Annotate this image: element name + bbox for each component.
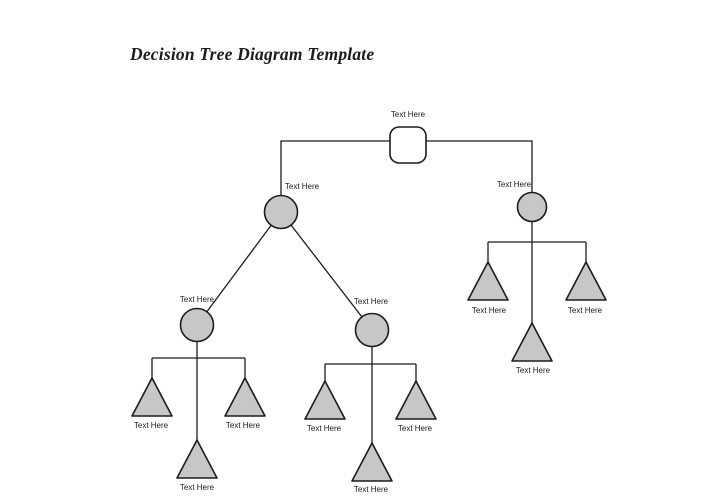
node-sub-left: Text Here bbox=[179, 295, 215, 343]
leaf-subleft-right-label: Text Here bbox=[226, 421, 261, 430]
leaf-subright-right-label: Text Here bbox=[398, 424, 433, 433]
node-root-label: Text Here bbox=[391, 110, 426, 119]
node-branch-left-circle bbox=[263, 194, 299, 230]
leaf-subleft-left-label: Text Here bbox=[134, 421, 169, 430]
leaf-right-right-label: Text Here bbox=[568, 306, 603, 315]
leaf-subright-middle-label: Text Here bbox=[354, 485, 389, 494]
node-root: Text Here bbox=[389, 110, 427, 164]
connector-left-branch-to-sub-left bbox=[196, 211, 282, 326]
node-sub-right-label: Text Here bbox=[354, 297, 389, 306]
leaf-subright-left-label: Text Here bbox=[307, 424, 342, 433]
leaf-subright-right: Text Here bbox=[395, 380, 437, 433]
node-sub-left-circle bbox=[179, 307, 215, 343]
connector-root-to-right-branch bbox=[426, 140, 533, 207]
leaf-subright-left-triangle bbox=[304, 380, 346, 420]
leaf-subright-middle-triangle bbox=[351, 442, 393, 482]
leaf-right-left-label: Text Here bbox=[472, 306, 507, 315]
leaf-subright-left: Text Here bbox=[304, 380, 346, 433]
leaf-right-middle: Text Here bbox=[511, 322, 553, 375]
leaf-subleft-middle: Text Here bbox=[176, 439, 218, 492]
leaf-right-middle-label: Text Here bbox=[516, 366, 551, 375]
leaf-right-left-triangle bbox=[467, 261, 509, 301]
node-branch-right-label: Text Here bbox=[497, 180, 532, 189]
node-branch-left: Text Here bbox=[263, 182, 320, 230]
leaf-subleft-middle-triangle bbox=[176, 439, 218, 479]
node-branch-right-circle bbox=[516, 191, 548, 223]
node-root-rounded-square bbox=[389, 126, 427, 164]
leaf-right-middle-triangle bbox=[511, 322, 553, 362]
leaf-right-left: Text Here bbox=[467, 261, 509, 315]
node-sub-right-circle bbox=[354, 312, 390, 348]
connector-left-branch-to-sub-right bbox=[280, 211, 373, 331]
page-title: Decision Tree Diagram Template bbox=[130, 44, 375, 64]
leaf-subleft-right-triangle bbox=[224, 377, 266, 417]
node-sub-left-label: Text Here bbox=[180, 295, 215, 304]
node-branch-left-label: Text Here bbox=[285, 182, 320, 191]
leaf-subleft-right: Text Here bbox=[224, 377, 266, 430]
leaf-subright-middle: Text Here bbox=[351, 442, 393, 494]
leaf-subleft-middle-label: Text Here bbox=[180, 483, 215, 492]
leaf-subright-right-triangle bbox=[395, 380, 437, 420]
leaf-subleft-left-triangle bbox=[131, 377, 173, 417]
leaf-right-right-triangle bbox=[565, 261, 607, 301]
connector-root-to-left-branch bbox=[280, 140, 390, 212]
leaf-right-right: Text Here bbox=[565, 261, 607, 315]
leaf-subleft-left: Text Here bbox=[131, 377, 173, 430]
node-sub-right: Text Here bbox=[354, 297, 390, 348]
node-branch-right: Text Here bbox=[497, 180, 548, 223]
